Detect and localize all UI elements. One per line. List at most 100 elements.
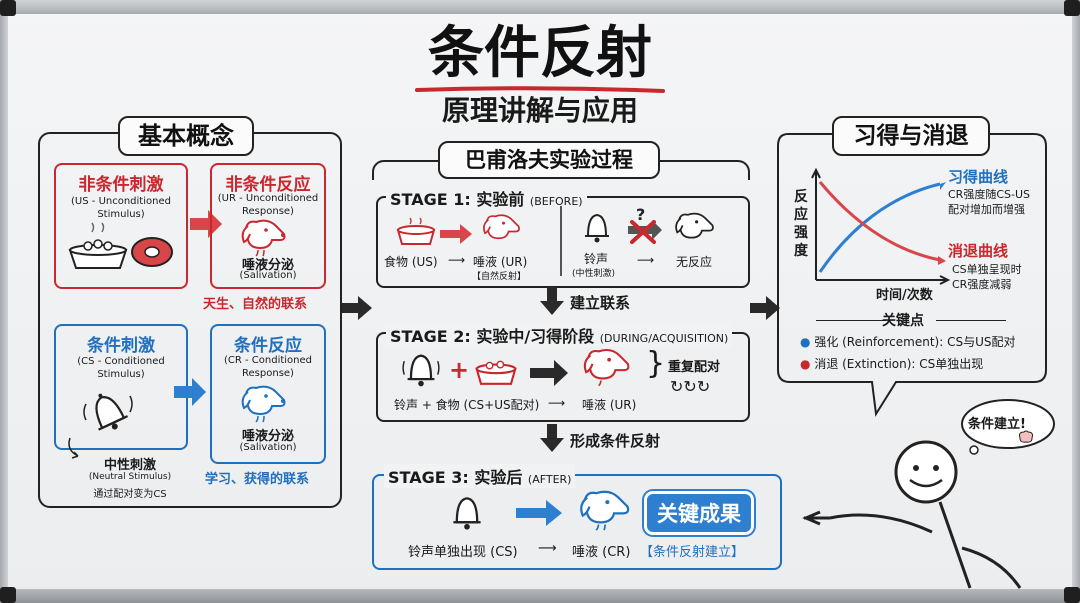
stage2-arrow-glyph: ⟶ [548, 396, 566, 410]
arrow-down-icon [540, 287, 564, 315]
key-result-badge: 关键成果 [647, 494, 751, 532]
bell-icon [585, 213, 609, 243]
dog-head-icon [241, 385, 286, 423]
stage3-saliva-label: 唾液 (CR) [572, 545, 631, 560]
innate-link-label: 天生、自然的联系 [203, 297, 308, 312]
stage1-divider [560, 206, 562, 276]
ur-caption-en: (Salivation) [239, 270, 297, 281]
dog-head-icon [483, 214, 520, 240]
stage1-arrow-glyph: ⟶ [448, 253, 466, 267]
reinforcement-point: ● 强化 (Reinforcement): CS与US配对 [800, 335, 1016, 349]
us-title: 非条件刺激 [78, 175, 164, 195]
stage3-arrow-glyph: ⟶ [538, 541, 557, 556]
stage1-saliva-label: 唾液 (UR) [473, 255, 528, 269]
extinction-point: ● 消退 (Extinction): CS单独出现 [800, 357, 984, 371]
neutral-title: 中性刺激 [103, 458, 156, 473]
cr-title: 条件反应 [234, 336, 302, 356]
us-box [54, 163, 188, 289]
extinction-title: 消退曲线 [948, 242, 1009, 260]
food-bowl-icon [68, 222, 173, 269]
dog-head-icon [675, 212, 714, 239]
us-en-2: Stimulus) [97, 209, 145, 220]
neutral-en: (Neutral Stimulus) [88, 472, 172, 482]
arrow-right-icon [530, 360, 568, 386]
learned-link-label: 学习、获得的联系 [205, 472, 310, 487]
page-title: 条件反射 [428, 21, 652, 86]
title-underline [415, 86, 665, 93]
frame-left [0, 0, 8, 603]
repeat-cycle-icon: ↻↻↻ [670, 377, 711, 396]
learning-curve-chart [811, 167, 951, 285]
us-en-1: (US - Unconditioned [71, 196, 171, 207]
dog-head-icon [580, 490, 630, 531]
arrow-right-icon [342, 296, 372, 320]
neutral-note: 通过配对变为CS [93, 489, 167, 500]
arrow-down-icon [68, 437, 79, 459]
food-bowl-icon [396, 217, 436, 245]
stage1-title: STAGE 1: 实验前 (BEFORE) [386, 186, 587, 210]
cross-icon: ? [628, 205, 662, 244]
arrow-down-icon [540, 424, 564, 452]
acq-ext-header: 习得与消退 [832, 116, 990, 156]
extinction-desc-2: CR强度减弱 [952, 278, 1012, 291]
stage1-neutral-label: (中性刺激) [572, 269, 616, 279]
cr-box [210, 324, 326, 464]
brace-glyph: } [646, 346, 666, 381]
arrow-right-icon [516, 500, 562, 526]
cr-en-2: Response) [242, 368, 294, 379]
stage1-natural-label: 【自然反射】 [472, 272, 527, 282]
arrow-right-icon [440, 224, 472, 244]
stick-figure-icon [802, 440, 1022, 589]
stage3-established: 【条件反射建立】 [640, 545, 745, 560]
key-points-rule-right [936, 320, 1006, 321]
stage2-caption: 铃声 + 食物 (CS+US配对) [394, 398, 540, 412]
bell-icon [402, 354, 440, 387]
dog-head-icon [583, 348, 630, 387]
stage1-food-label: 食物 (US) [384, 255, 438, 269]
frame-corner [1064, 587, 1080, 603]
y-axis-label: 反应强度 [794, 189, 808, 259]
link-establish-label: 建立联系 [570, 294, 631, 312]
frame-corner [0, 0, 16, 16]
dog-head-icon [241, 219, 286, 257]
ur-en-2: Response) [242, 206, 294, 217]
stage3-bell-alone: 铃声单独出现 (CS) [408, 545, 518, 560]
acquisition-title: 习得曲线 [948, 168, 1009, 186]
cs-title: 条件刺激 [87, 336, 155, 356]
arrow-right-icon [174, 378, 206, 406]
cs-en-2: Stimulus) [97, 369, 145, 380]
x-axis-label: 时间/次数 [876, 288, 933, 303]
key-points-rule-left [816, 320, 886, 321]
ur-en-1: (UR - Unconditioned [217, 193, 319, 204]
arrow-right-icon [750, 296, 780, 320]
experiment-header: 巴甫洛夫实验过程 [438, 141, 660, 179]
stage2-title: STAGE 2: 实验中/习得阶段 (DURING/ACQUISITION) [386, 323, 733, 347]
plus-sign: + [449, 356, 470, 384]
acquisition-curve [818, 182, 941, 273]
bell-icon [453, 497, 481, 530]
cr-caption: 唾液分泌 [241, 429, 294, 444]
frame-top [0, 0, 1080, 14]
frame-corner [0, 587, 16, 603]
cr-en-1: (CR - Conditioned [223, 355, 313, 366]
link-form-label: 形成条件反射 [570, 432, 661, 450]
stage1-no-response: 无反应 [676, 255, 713, 269]
repeat-pairing-label: 重复配对 [668, 360, 721, 375]
stage1-bell-label: 铃声 [584, 252, 609, 266]
frame-bottom [0, 589, 1080, 603]
ur-caption: 唾液分泌 [241, 258, 294, 273]
meat-icon [131, 237, 173, 267]
thought-text: 条件建立! [968, 417, 1026, 432]
page-subtitle: 原理讲解与应用 [441, 94, 638, 127]
cr-caption-en: (Salivation) [239, 442, 297, 453]
food-bowl-icon [475, 360, 517, 385]
bell-icon [83, 393, 133, 431]
stage3-title: STAGE 3: 实验后 (AFTER) [384, 464, 576, 488]
extinction-desc-1: CS单独呈现时 [952, 263, 1022, 276]
right-panel-bubble [777, 133, 1047, 417]
stage2-saliva-label: 唾液 (UR) [582, 398, 637, 412]
acquisition-desc-1: CR强度随CS-US [948, 188, 1030, 201]
cs-en-1: (CS - Conditioned [77, 356, 165, 367]
ur-box [210, 163, 326, 289]
